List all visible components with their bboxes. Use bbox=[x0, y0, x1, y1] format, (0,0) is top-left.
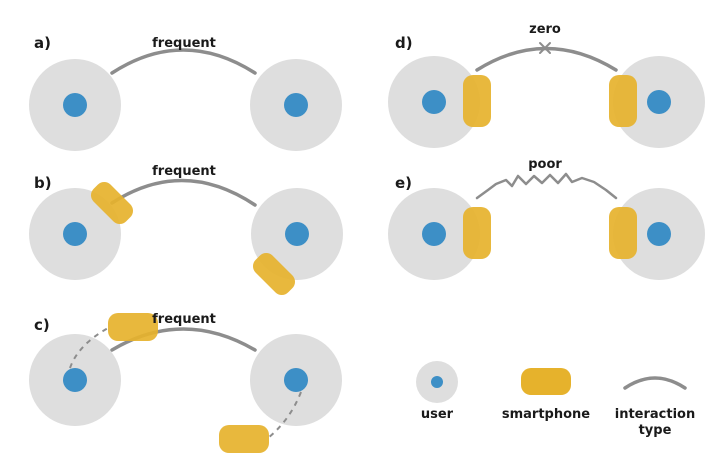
panel-e-interaction-label: poor bbox=[528, 157, 562, 172]
panel-b-label: b) bbox=[34, 174, 52, 192]
panel-b-interaction-label: frequent bbox=[152, 164, 216, 179]
panel-b-user-left bbox=[29, 188, 121, 280]
panel-d-user-right bbox=[613, 56, 705, 148]
panel-e: e) poor bbox=[388, 157, 705, 280]
panel-c: c) frequent bbox=[29, 312, 342, 453]
panel-c-smartphone-right bbox=[219, 425, 269, 453]
panel-e-interaction-line bbox=[475, 172, 618, 200]
panel-c-user-left bbox=[29, 334, 121, 426]
panel-a-user-left bbox=[29, 59, 121, 151]
panel-b-smartphone-left bbox=[90, 181, 134, 225]
panel-d-smartphone-right bbox=[609, 75, 637, 127]
panel-a-interaction-line bbox=[110, 48, 257, 75]
panel-c-interaction-line bbox=[110, 327, 257, 352]
panel-b-user-right bbox=[251, 188, 343, 280]
legend-smartphone-label: smartphone bbox=[502, 407, 590, 422]
panel-b: b) frequent bbox=[29, 164, 343, 296]
panel-d-label: d) bbox=[395, 34, 413, 52]
panel-a-label: a) bbox=[34, 34, 51, 52]
legend-user-symbol bbox=[416, 361, 458, 403]
panel-e-user-left bbox=[388, 188, 480, 280]
panel-c-smartphone-left bbox=[108, 313, 158, 341]
legend-smartphone-symbol bbox=[521, 368, 571, 395]
panel-d-user-left bbox=[388, 56, 480, 148]
panel-d-interaction-label: zero bbox=[529, 22, 561, 37]
panel-d: d) zero bbox=[388, 22, 705, 148]
legend-interaction-symbol bbox=[623, 376, 687, 390]
panel-a-interaction-label: frequent bbox=[152, 36, 216, 51]
panel-c-interaction-label: frequent bbox=[152, 312, 216, 327]
panel-b-interaction-line bbox=[110, 178, 257, 207]
panel-e-user-right bbox=[613, 188, 705, 280]
panel-d-interaction-line bbox=[475, 46, 618, 72]
legend-interaction-label-line2: type bbox=[639, 423, 672, 438]
legend: user smartphone interaction type bbox=[416, 361, 695, 438]
x-mark-icon bbox=[539, 42, 551, 54]
panel-e-smartphone-right bbox=[609, 207, 637, 259]
panel-d-smartphone-left bbox=[463, 75, 491, 127]
panel-c-tether-right bbox=[267, 391, 302, 439]
panel-a-user-right bbox=[250, 59, 342, 151]
panel-e-smartphone-left bbox=[463, 207, 491, 259]
legend-user-label: user bbox=[421, 407, 454, 422]
legend-interaction-label-line1: interaction bbox=[615, 407, 696, 422]
panel-a: a) frequent bbox=[29, 34, 342, 151]
panel-c-user-right bbox=[250, 334, 342, 426]
panel-e-label: e) bbox=[395, 174, 412, 192]
panel-c-label: c) bbox=[34, 316, 50, 334]
panel-c-tether-left bbox=[69, 327, 109, 369]
panel-b-smartphone-right bbox=[252, 252, 296, 296]
